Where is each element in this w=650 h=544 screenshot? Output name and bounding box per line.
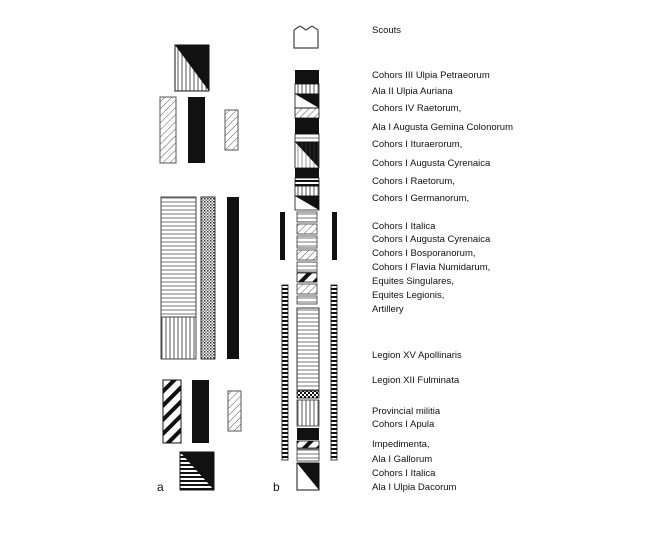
- unit-label: Ala II Ulpia Auriana: [372, 86, 453, 97]
- panel-label-a: a: [157, 480, 164, 494]
- unit-label: Cohors I Ituraerorum,: [372, 139, 463, 150]
- unit-label: Cohors I Augusta Cyrenaica: [372, 234, 491, 245]
- unit-label: Equites Legionis,: [372, 290, 445, 301]
- panel-a-right-wing-1: [224, 109, 239, 151]
- unit-label: Ala I Gallorum: [372, 454, 433, 465]
- panel-a-left-wing-1: [159, 96, 177, 164]
- unit-label: Cohors I Germanorum,: [372, 193, 470, 204]
- unit-label: Artillery: [372, 304, 404, 315]
- unit-label: Legion XV Apollinaris: [372, 350, 462, 361]
- panel-a-center-1: [188, 97, 205, 163]
- unit-label: Cohors I Flavia Numidarum,: [372, 262, 491, 273]
- unit-label: Equites Singulares,: [372, 276, 454, 287]
- unit-label: Impedimenta,: [372, 439, 430, 450]
- unit-label: Cohors I Italica: [372, 221, 436, 232]
- panel-a-tail-block: [179, 451, 215, 491]
- panel-a-head-block: [174, 44, 210, 92]
- unit-label: Cohors I Raetorum,: [372, 176, 455, 187]
- unit-label: Ala I Augusta Gemina Colonorum: [372, 122, 513, 133]
- panel-b-left-flank-upper: [280, 212, 285, 260]
- unit-label: Cohors I Apula: [372, 419, 435, 430]
- panel-a-legion-block: [160, 196, 197, 360]
- panel-b-formation: [280, 25, 338, 491]
- unit-label: Cohors IV Raetorum,: [372, 103, 462, 114]
- unit-label: Provincial militia: [372, 406, 441, 417]
- unit-label: Cohors III Ulpia Petraeorum: [372, 70, 490, 81]
- panel-a-rear-right: [227, 390, 242, 432]
- panel-b-right-flank-lower: [330, 284, 338, 461]
- panel-a-center-dotted: [200, 196, 216, 360]
- unit-label: Scouts: [372, 25, 402, 36]
- panel-b-right-flank-upper: [332, 212, 337, 260]
- unit-label: Legion XII Fulminata: [372, 375, 460, 386]
- panel-a-formation: [159, 44, 242, 491]
- panel-b-left-flank-lower: [281, 284, 289, 461]
- panel-a-rear-left: [162, 379, 182, 444]
- panel-label-b: b: [273, 480, 280, 494]
- unit-label: Cohors I Italica: [372, 468, 436, 479]
- panel-a-right-column: [227, 197, 239, 359]
- scouts-marker: [293, 25, 319, 49]
- unit-label: Ala I Ulpia Dacorum: [372, 482, 457, 493]
- unit-label: Cohors I Bosporanorum,: [372, 248, 476, 259]
- unit-label: Cohors I Augusta Cyrenaica: [372, 158, 491, 169]
- panel-a-rear-center: [192, 380, 209, 443]
- panel-b-column: [294, 70, 320, 491]
